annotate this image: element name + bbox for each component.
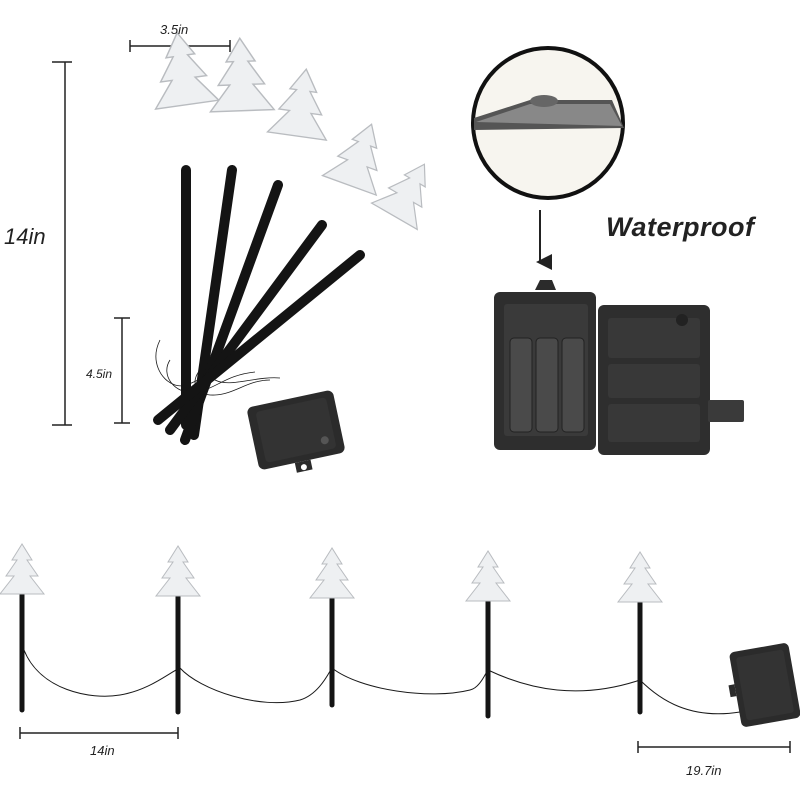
seal-detail-magnifier: [471, 46, 625, 200]
tree-width-label: 3.5in: [160, 22, 189, 37]
spacing-label: 14in: [90, 743, 115, 758]
open-battery-box: [494, 280, 744, 455]
lead-wire-label: 19.7in: [686, 763, 722, 778]
installed-stake-row: [0, 543, 800, 727]
stake-height-label: 4.5in: [86, 367, 113, 381]
stakes-bundle: [144, 27, 448, 473]
total-height-label: 14in: [4, 224, 46, 249]
bottom-dimension-lines: [19, 727, 791, 753]
waterproof-label: Waterproof: [606, 212, 755, 242]
dimension-lines: [52, 40, 231, 426]
